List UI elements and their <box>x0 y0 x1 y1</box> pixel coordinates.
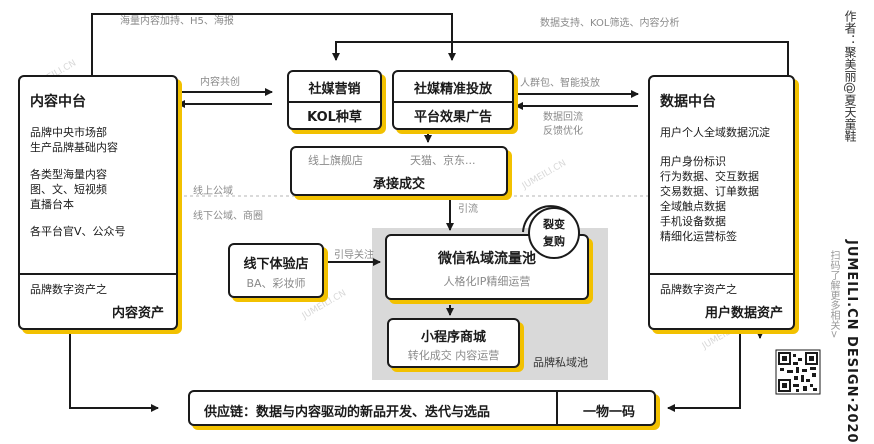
content-line: 图、文、短视频 <box>30 183 107 196</box>
conversion-title: 承接成交 <box>372 177 425 192</box>
fission-circle: 裂变 复购 <box>528 207 580 259</box>
content-asset-caption: 品牌数字资产之 <box>30 283 107 296</box>
data-platform-lines: 用户个人全域数据沉淀 用户身份标识 行为数据、交互数据 交易数据、订单数据 全域… <box>660 125 770 244</box>
supply-chain-box: 供应链：数据与内容驱动的新品开发、迭代与选品 一物一码 <box>188 390 656 426</box>
data-platform-box: 数据中台 用户个人全域数据沉淀 用户身份标识 行为数据、交互数据 交易数据、订单… <box>648 75 795 330</box>
brand-text: JUMEILI.CN DESIGN·2020 <box>844 240 859 444</box>
label-top-left: 海量内容加持、H5、海报 <box>120 16 234 27</box>
data-platform-title: 数据中台 <box>660 94 716 110</box>
social-marketing-subtitle: KOL种草 <box>307 110 362 125</box>
label-guide-follow: 引导关注 <box>334 250 374 261</box>
arrow-data-to-top <box>332 41 789 75</box>
social-marketing-box: 社媒营销 KOL种草 <box>287 70 382 130</box>
mini-program-subtitle: 转化成交 内容运营 <box>407 349 500 362</box>
data-asset-caption: 品牌数字资产之 <box>660 283 737 296</box>
conversion-box: 线上旗舰店 天猫、京东... 承接成交 <box>290 146 508 196</box>
label-online-domain: 线上公域 <box>193 186 233 197</box>
supply-chain-divider <box>556 392 558 424</box>
offline-store-subtitle: BA、彩妆师 <box>246 277 306 290</box>
social-marketing-title: 社媒营销 <box>308 82 361 97</box>
social-ads-subtitle: 平台效果广告 <box>413 110 492 125</box>
arrow-content-to-supply <box>69 330 159 412</box>
content-asset-title: 内容资产 <box>111 306 164 321</box>
author-credit: 作者：聚美丽@夏天童鞋 <box>843 10 857 142</box>
content-platform-lines: 品牌中央市场部 生产品牌基础内容 各类型海量内容 图、文、短视频 直播台本 各平… <box>30 125 126 239</box>
label-crowd-pack: 人群包、智能投放 <box>520 78 600 89</box>
label-traffic: 引流 <box>458 204 478 215</box>
label-data-return: 数据回流 <box>543 112 583 123</box>
arrow-data-to-supply <box>667 330 741 412</box>
supply-chain-text: 供应链：数据与内容驱动的新品开发、迭代与选品 <box>204 405 491 420</box>
content-line: 生产品牌基础内容 <box>30 141 118 154</box>
data-asset-divider <box>650 273 793 275</box>
label-top-right: 数据支持、KOL筛选、内容分析 <box>540 18 680 29</box>
content-line: 品牌中央市场部 <box>30 126 107 139</box>
content-line: 直播台本 <box>30 198 74 211</box>
social-ads-title: 社媒精准投放 <box>413 82 492 97</box>
content-asset-divider <box>20 273 176 275</box>
data-line: 用户个人全域数据沉淀 <box>660 126 770 139</box>
data-line: 手机设备数据 <box>660 215 726 228</box>
wechat-pool-title: 微信私域流量池 <box>438 251 536 267</box>
mini-program-box: 小程序商城 转化成交 内容运营 <box>387 318 520 368</box>
label-offline-domain: 线下公域、商圈 <box>193 211 263 222</box>
fission-line-2: 复购 <box>543 235 565 248</box>
content-line: 各类型海量内容 <box>30 168 107 181</box>
wechat-pool-subtitle: 人格化IP精细运营 <box>443 275 531 288</box>
offline-store-box: 线下体验店 BA、彩妆师 <box>228 243 324 298</box>
data-line: 交易数据、订单数据 <box>660 185 759 198</box>
mini-program-title: 小程序商城 <box>420 330 486 345</box>
data-line: 全域触点数据 <box>660 200 726 213</box>
data-line: 用户身份标识 <box>660 155 726 168</box>
social-marketing-divider <box>289 101 380 103</box>
data-line: 行为数据、交互数据 <box>660 170 759 183</box>
conversion-channel-2: 天猫、京东... <box>410 154 476 167</box>
conversion-channel-1: 线上旗舰店 <box>308 154 363 167</box>
scan-hint: 扫码了解更多相关> <box>828 250 839 339</box>
label-feedback: 反馈优化 <box>543 126 583 137</box>
label-content-cocreate: 内容共创 <box>200 77 240 88</box>
data-line: 精细化运营标签 <box>660 230 737 243</box>
supply-chain-code: 一物一码 <box>582 405 635 420</box>
social-ads-box: 社媒精准投放 平台效果广告 <box>392 70 514 130</box>
content-platform-box: 内容中台 品牌中央市场部 生产品牌基础内容 各类型海量内容 图、文、短视频 直播… <box>18 75 178 330</box>
fission-line-1: 裂变 <box>543 218 565 231</box>
data-asset-title: 用户数据资产 <box>704 306 783 321</box>
content-line: 各平台官V、公众号 <box>30 225 126 238</box>
private-domain-label: 品牌私域池 <box>533 356 588 369</box>
social-ads-divider <box>394 101 512 103</box>
arrow-content-to-top <box>91 13 456 75</box>
content-platform-title: 内容中台 <box>30 94 86 110</box>
offline-store-title: 线下体验店 <box>243 257 309 272</box>
